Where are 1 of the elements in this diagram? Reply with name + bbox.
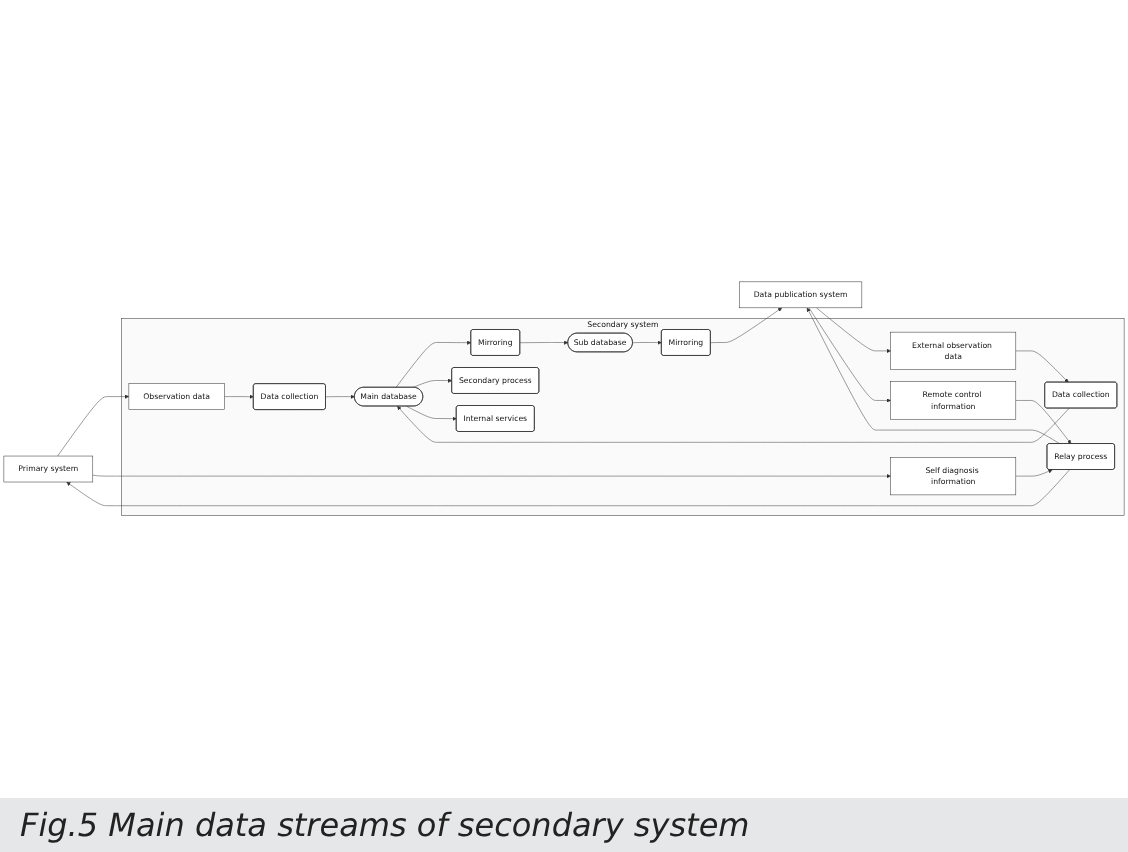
figure-caption: Fig.5 Main data streams of secondary system bbox=[0, 798, 1128, 852]
